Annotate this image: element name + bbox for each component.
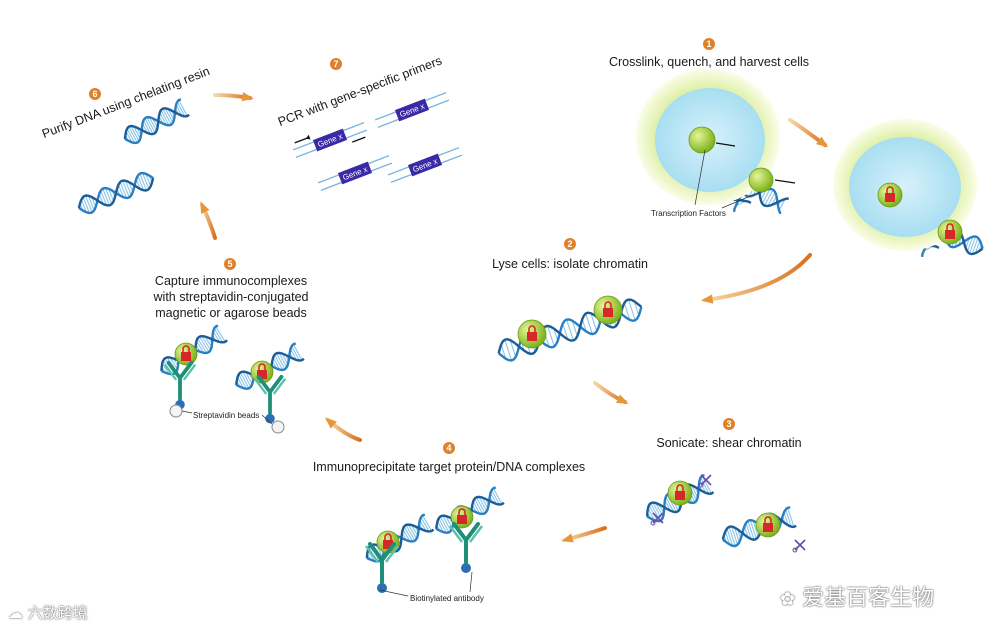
streptavidin-bead — [272, 421, 284, 433]
step-2-label: Lyse cells: isolate chromatin — [492, 257, 648, 272]
crosslink-lock-icon — [675, 491, 685, 500]
biotinylated-antibody-icon — [165, 363, 195, 410]
arrow-body — [705, 255, 810, 300]
antibody-body — [259, 377, 282, 413]
step-2-number: 2 — [564, 238, 576, 250]
crosslink-lock-icon — [181, 352, 191, 361]
arrow-head — [701, 294, 713, 303]
tf-sphere — [689, 127, 715, 153]
antibody-body — [454, 524, 478, 562]
step-3-number: 3 — [723, 418, 735, 430]
biotinylated-antibody-callout: Biotinylated antibody — [410, 591, 484, 606]
streptavidin-bead — [170, 405, 182, 417]
transcription-factors-callout: Transcription Factors — [651, 206, 726, 221]
tf-sphere — [749, 168, 773, 192]
transcription-factor — [518, 320, 546, 348]
biotinylated-antibody-icon — [450, 524, 482, 573]
step-5-label-line-1: Capture immunocomplexes — [155, 274, 307, 289]
pointer-arrow — [775, 180, 795, 183]
pcr-gene-fragment: Gene x — [387, 146, 462, 184]
flow-arrow-2 — [701, 255, 810, 304]
step-3-label: Sonicate: shear chromatin — [656, 436, 801, 451]
step-5-label-line-3: magnetic or agarose beads — [155, 306, 306, 321]
transcription-factor — [689, 127, 715, 153]
antibody-body — [169, 363, 192, 399]
flow-arrow-5 — [325, 417, 360, 440]
primer-arrow — [295, 138, 308, 143]
step-5-number: 5 — [224, 258, 236, 270]
transcription-factor — [878, 183, 902, 207]
step-1-label: Crosslink, quench, and harvest cells — [609, 55, 809, 70]
step-7-number: 7 — [330, 58, 342, 70]
biotinylated-antibody-icon — [255, 377, 285, 424]
scissors-icon — [793, 540, 805, 552]
crosslink-lock-icon — [945, 230, 955, 239]
transcription-factor — [756, 513, 780, 537]
crosslink-lock-icon — [885, 193, 895, 202]
transcription-factor — [749, 168, 773, 192]
arrow-head — [200, 201, 209, 214]
cloud-icon: ☁ — [8, 604, 23, 622]
pcr-gene-fragment: Gene x — [374, 91, 449, 129]
flow-arrow-1 — [790, 120, 828, 147]
step-5-label-line-2: with streptavidin-conjugated — [154, 290, 309, 305]
arrow-head — [242, 92, 254, 101]
watermark-left: ☁ 六数跨境 — [8, 602, 88, 623]
flow-arrow-6 — [200, 201, 215, 238]
streptavidin-beads-callout: Streptavidin beads — [193, 408, 259, 423]
flow-arrow-4 — [561, 528, 605, 542]
transcription-factor — [668, 481, 692, 505]
step-4-label: Immunoprecipitate target protein/DNA com… — [313, 460, 585, 475]
watermark-right: ✿ 爱基百客生物 — [780, 580, 934, 612]
primer-arrow-head — [305, 135, 311, 141]
crosslink-lock-icon — [527, 332, 537, 341]
primer-arrow — [352, 137, 365, 142]
watermark-left-text: 六数跨境 — [28, 604, 88, 622]
dna-helix-step2 — [495, 296, 644, 363]
transcription-factor — [938, 220, 962, 244]
arrow-head — [616, 395, 629, 404]
crosslink-lock-icon — [603, 308, 613, 317]
biotin-tag — [461, 563, 471, 573]
step-4-number: 4 — [443, 442, 455, 454]
callout-line — [470, 572, 472, 592]
callout-line — [182, 411, 192, 413]
flow-arrow-3 — [595, 383, 629, 404]
crosslink-lock-icon — [763, 523, 773, 532]
transcription-factor — [594, 296, 622, 324]
wechat-icon: ✿ — [780, 589, 795, 610]
dna-purified-b — [76, 170, 157, 217]
transcription-factor — [175, 343, 197, 365]
flow-arrow-7 — [215, 92, 254, 101]
dna-rung — [970, 237, 976, 254]
crosslink-lock-icon — [457, 515, 467, 524]
callout-line — [380, 590, 408, 596]
pcr-gene-fragment: Gene x — [317, 154, 392, 192]
watermark-right-text: 爱基百客生物 — [802, 586, 934, 611]
step-6-number: 6 — [89, 88, 101, 100]
arrow-head — [561, 533, 574, 542]
step-1-number: 1 — [703, 38, 715, 50]
